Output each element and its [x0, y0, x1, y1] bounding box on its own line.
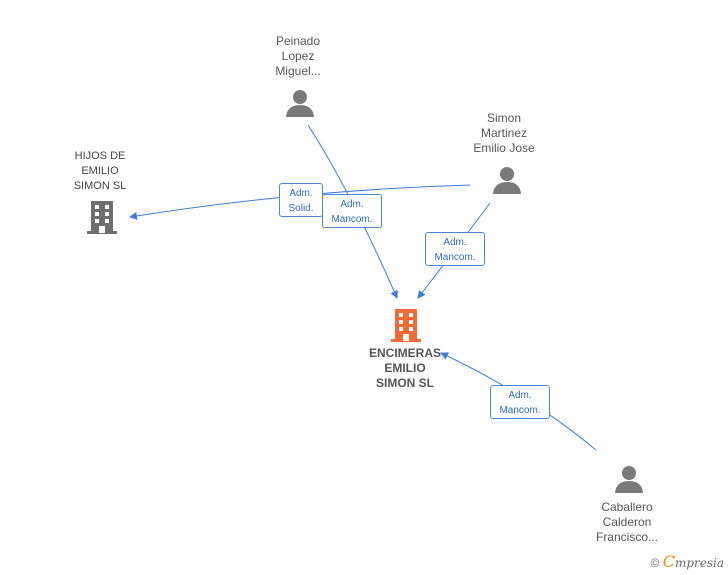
building-icon[interactable]	[86, 199, 118, 235]
brand-logo-initial: C	[662, 552, 675, 571]
empresia-brand[interactable]: © Cmpresia	[651, 552, 725, 571]
brand-logo-text: mpresia	[674, 556, 724, 570]
person-icon[interactable]	[614, 464, 644, 494]
edge-label-adm-mancom[interactable]: Adm. Mancom.	[425, 232, 485, 266]
company-label-hijos[interactable]: HIJOS DE EMILIO SIMON SL	[73, 150, 127, 192]
edge-label-adm-mancom[interactable]: Adm. Mancom.	[490, 385, 550, 419]
person-label-caballero[interactable]: Caballero Calderon Francisco...	[595, 500, 658, 544]
edge-label-adm-solid[interactable]: Adm. Solid.	[279, 183, 323, 217]
person-label-peinado[interactable]: Peinado Lopez Miguel...	[275, 34, 321, 78]
person-label-simon[interactable]: Simon Martinez Emilio Jose	[473, 111, 535, 155]
edge-label-adm-mancom[interactable]: Adm. Mancom.	[322, 194, 382, 228]
building-icon[interactable]	[390, 307, 422, 343]
company-label-encimeras[interactable]: ENCIMERAS EMILIO SIMON SL	[368, 346, 441, 390]
copyright-symbol: ©	[650, 556, 660, 570]
person-icon[interactable]	[285, 88, 315, 118]
person-icon[interactable]	[492, 165, 522, 195]
